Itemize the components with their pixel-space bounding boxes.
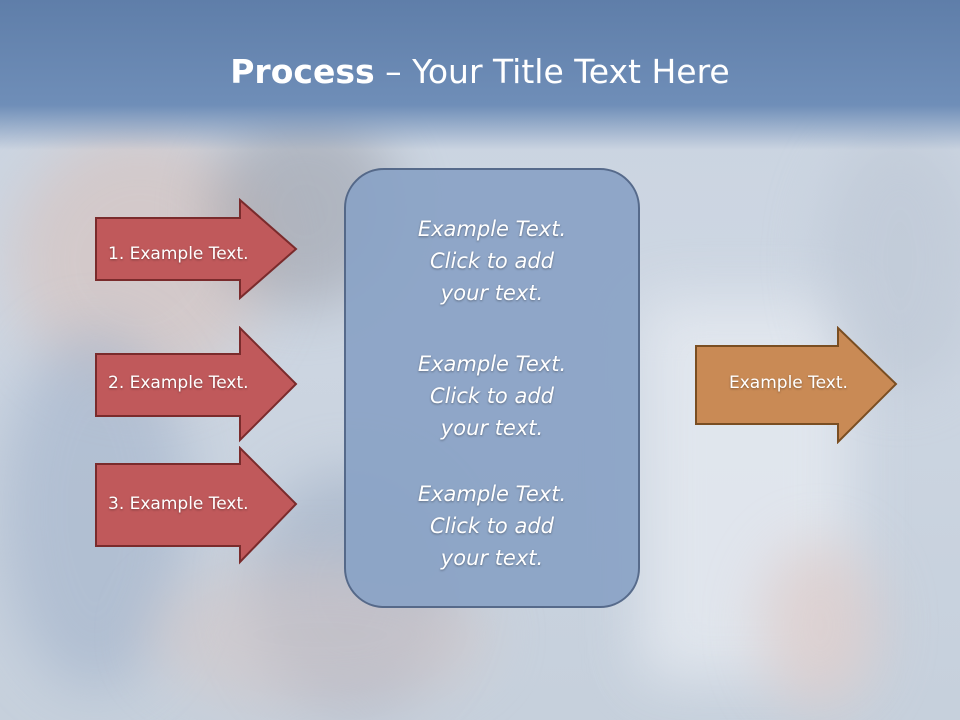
paragraph-line: your text. xyxy=(440,281,544,305)
center-paragraph-2: Example Text. Click to add your text. xyxy=(344,348,640,444)
center-paragraph-1: Example Text. Click to add your text. xyxy=(344,213,640,309)
paragraph-line: Example Text. xyxy=(417,352,567,376)
paragraph-line: Example Text. xyxy=(417,482,567,506)
process-step-label-3: 3. Example Text. xyxy=(108,494,249,514)
process-step-label-2: 2. Example Text. xyxy=(108,373,249,393)
paragraph-line: Click to add xyxy=(429,514,554,538)
result-arrow[interactable] xyxy=(694,326,900,444)
process-step-label-1: 1. Example Text. xyxy=(108,244,249,264)
background-photo-region xyxy=(760,540,880,710)
result-arrow-label: Example Text. xyxy=(729,373,848,393)
paragraph-line: Example Text. xyxy=(417,217,567,241)
process-step-arrow-1[interactable] xyxy=(94,198,300,300)
paragraph-line: your text. xyxy=(440,416,544,440)
process-step-arrow-2[interactable] xyxy=(94,326,300,444)
slide-title[interactable]: Process – Your Title Text Here xyxy=(0,52,960,91)
paragraph-line: your text. xyxy=(440,546,544,570)
paragraph-line: Click to add xyxy=(429,249,554,273)
title-rest-part: – Your Title Text Here xyxy=(374,52,730,91)
center-text-box[interactable] xyxy=(344,168,640,608)
center-paragraph-3: Example Text. Click to add your text. xyxy=(344,478,640,574)
process-step-arrow-3[interactable] xyxy=(94,446,300,568)
paragraph-line: Click to add xyxy=(429,384,554,408)
title-bold-part: Process xyxy=(230,52,375,91)
title-bar xyxy=(0,0,960,150)
